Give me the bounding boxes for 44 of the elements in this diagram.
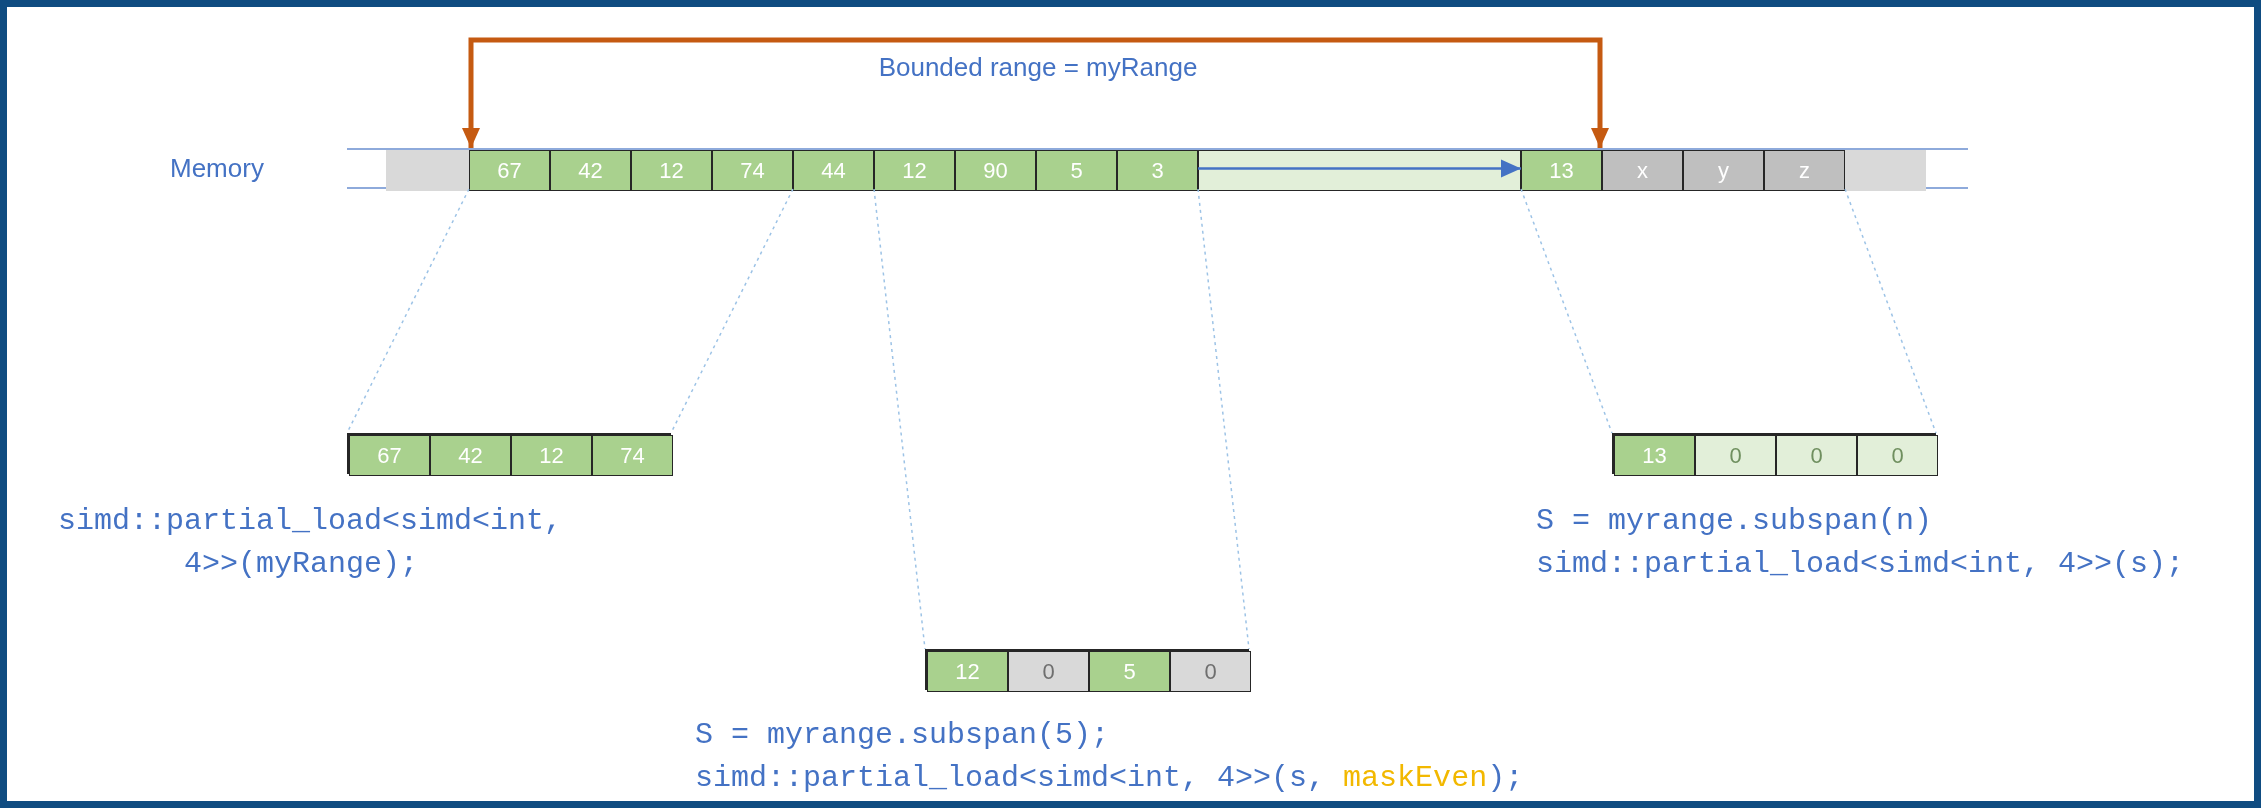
memory-cell: z (1764, 150, 1845, 191)
lane-cell: 42 (430, 435, 511, 476)
lane-cell: 12 (927, 651, 1008, 692)
code-text: simd::partial_load<simd<int, 4>>(myRange); (58, 503, 564, 583)
projection-line (1844, 188, 1937, 434)
memory-cell: 12 (631, 150, 712, 191)
lane-cell: 12 (511, 435, 592, 476)
memory-cell: y (1683, 150, 1764, 191)
memory-cell: 3 (1117, 150, 1198, 191)
memory-strip (347, 148, 1968, 189)
padding-cell (386, 150, 469, 191)
lane-cell: 0 (1008, 651, 1089, 692)
edge-label: Bounded range = myRange (878, 52, 1198, 83)
memory-cell: 74 (712, 150, 793, 191)
projection-line (1197, 188, 1250, 650)
lane-cell: 67 (349, 435, 430, 476)
vector-register (925, 649, 1249, 690)
vector-register (1612, 433, 1936, 474)
code-text: simd::partial_load<simd<int, 4>>(s); (1536, 546, 2185, 583)
code-text: simd::partial_load<simd<int, 4>>(s, maskEven); (695, 760, 1524, 797)
lane-cell: 5 (1089, 651, 1170, 692)
code-text: S = myrange.subspan(5); (695, 717, 1110, 754)
memory-cell: 42 (550, 150, 631, 191)
memory-cell: 90 (955, 150, 1036, 191)
memory-cell: x (1602, 150, 1683, 191)
vector-register (347, 433, 671, 474)
lane-cell: 0 (1857, 435, 1938, 476)
padding-cell (1845, 150, 1926, 191)
lane-cell: 0 (1695, 435, 1776, 476)
memory-cell: 67 (469, 150, 550, 191)
memory-cell: 5 (1036, 150, 1117, 191)
memory-cell: 44 (793, 150, 874, 191)
code-text: S = myrange.subspan(n) (1536, 503, 1933, 540)
projection-line (1520, 188, 1613, 434)
arrow (1198, 159, 1521, 178)
lane-cell: 0 (1776, 435, 1857, 476)
lane-cell: 74 (592, 435, 673, 476)
lane-cell: 13 (1614, 435, 1695, 476)
lane-cell: 0 (1170, 651, 1251, 692)
projection-line (873, 188, 926, 650)
range-bracket-arrow (462, 37, 1609, 148)
memory-cell: 13 (1521, 150, 1602, 191)
row-label: Memory (170, 153, 264, 184)
memory-cell: 12 (874, 150, 955, 191)
